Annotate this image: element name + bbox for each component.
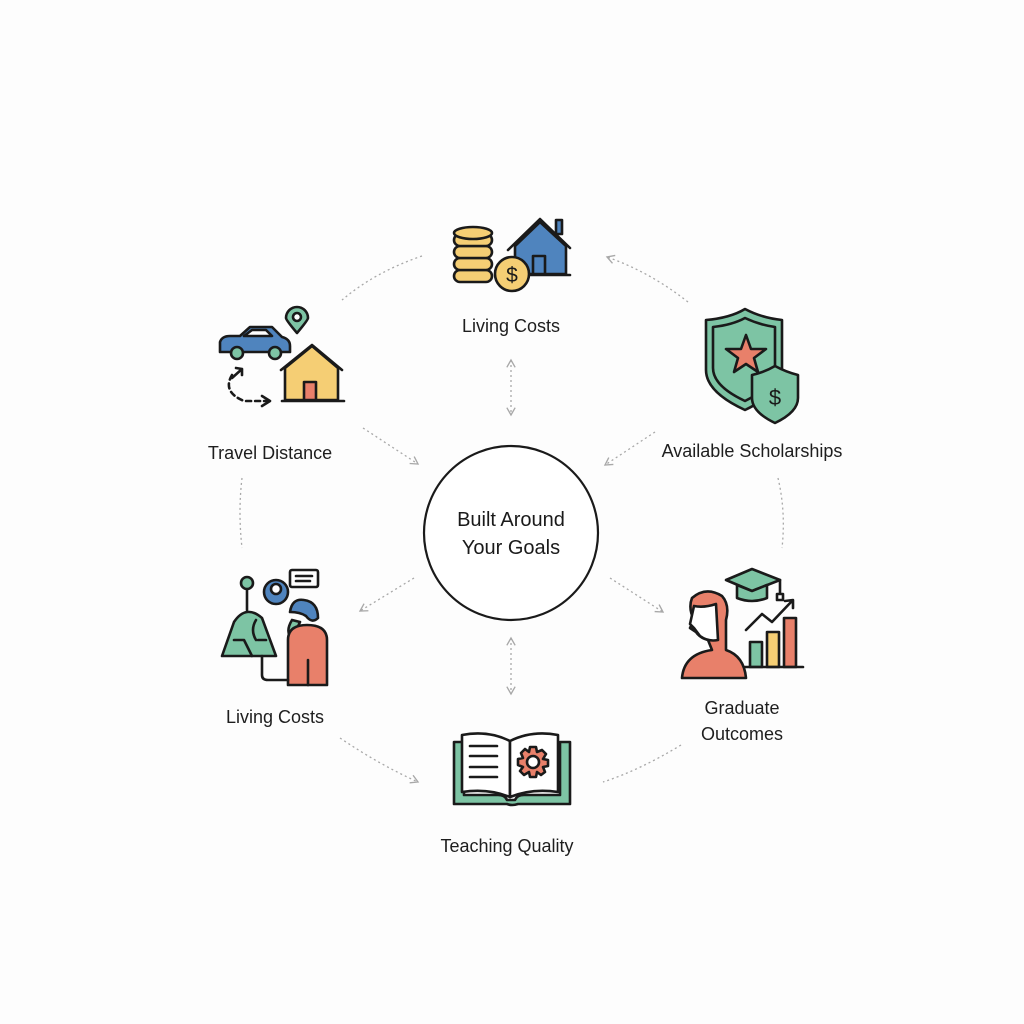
node-label-top: Living Costs xyxy=(462,316,560,336)
node-label-bottom-left: Living Costs xyxy=(226,707,324,727)
connector-arc xyxy=(602,744,682,783)
connector-arc xyxy=(341,255,423,301)
node-label-top-right: Available Scholarships xyxy=(662,441,843,461)
coins-house-icon: $ xyxy=(452,217,572,293)
center-node: Built Around Your Goals xyxy=(422,444,600,622)
node-label-bottom: Teaching Quality xyxy=(440,836,573,856)
center-circle xyxy=(422,444,600,622)
node-label-bottom-right-line2: Outcomes xyxy=(701,724,783,744)
car-route-house-icon xyxy=(218,305,346,408)
center-title-line2: Your Goals xyxy=(462,537,560,559)
svg-text:$: $ xyxy=(769,385,781,410)
center-title-line1: Built Around xyxy=(457,509,565,531)
shield-star-dollar-icon: $ xyxy=(704,307,800,425)
spoke-bottom-left xyxy=(358,577,415,612)
outer-connectors xyxy=(239,254,784,784)
node-label-top-left: Travel Distance xyxy=(208,443,332,463)
connector-arc xyxy=(239,477,243,549)
spoke-connectors xyxy=(358,358,665,696)
connector-arc-arrow xyxy=(339,737,420,784)
community-people-icon xyxy=(220,568,329,687)
spoke-top-right xyxy=(603,431,656,466)
svg-text:$: $ xyxy=(506,264,518,287)
node-label-bottom-right-line1: Graduate xyxy=(704,698,779,718)
spoke-top-left xyxy=(362,427,420,465)
spoke-bottom-right xyxy=(609,577,665,613)
book-gear-icon xyxy=(452,732,572,807)
connector-arc xyxy=(777,477,784,549)
graduate-growth-chart-icon xyxy=(680,567,805,680)
connector-arc-arrow xyxy=(605,254,689,303)
